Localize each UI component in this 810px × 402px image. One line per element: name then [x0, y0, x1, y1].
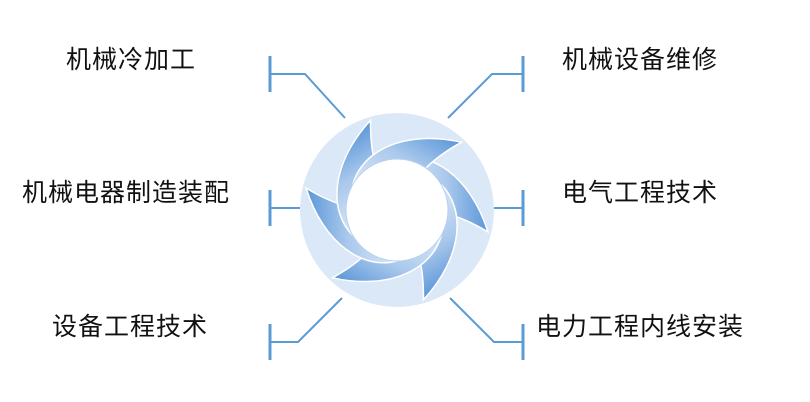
node-label-top-left: 机械冷加工 — [66, 45, 197, 74]
swirl-ring — [300, 113, 494, 307]
connector-top-right-line — [447, 73, 523, 119]
connectors — [268, 56, 525, 360]
connector-top-left-line — [270, 73, 346, 119]
node-label-middle-left: 机械电器制造装配 — [22, 178, 231, 207]
node-label-bottom-right: 电力工程内线安装 — [536, 312, 745, 341]
node-label-top-right: 机械设备维修 — [562, 45, 719, 74]
node-label-middle-right: 电气工程技术 — [562, 178, 719, 207]
node-label-bottom-left: 设备工程技术 — [52, 312, 209, 341]
connector-bottom-right-line — [449, 297, 523, 343]
connector-bottom-left-line — [270, 297, 343, 343]
swirl-ring-inner-edge — [345, 158, 449, 262]
